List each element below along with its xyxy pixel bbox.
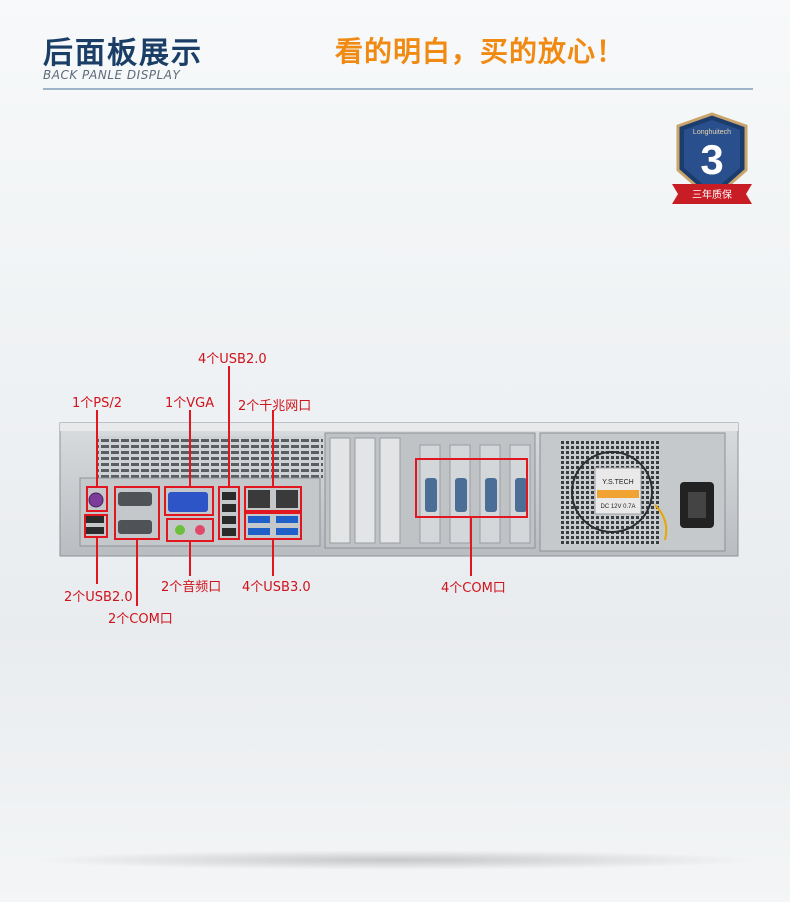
usb3-port <box>248 516 270 523</box>
vga-highlight <box>164 486 214 516</box>
usb3-port <box>276 528 298 535</box>
usb2-port <box>222 528 236 536</box>
leader-line <box>470 518 472 576</box>
header-divider <box>43 88 753 90</box>
audio-highlight <box>166 518 214 542</box>
usb2-bottom-highlight <box>84 514 108 538</box>
fan-spec: DC 12V 0.7A <box>600 504 635 510</box>
usb2-port <box>86 516 104 523</box>
usb3-port <box>248 528 270 535</box>
fan-brand: Y.S.TECH <box>602 479 633 486</box>
label-usb2-top: 4个USB2.0 <box>198 352 267 367</box>
slogan: 看的明白，买的放心！ <box>335 35 626 68</box>
lan-port <box>248 490 270 508</box>
lan-highlight <box>244 486 302 512</box>
leader-line <box>189 542 191 576</box>
label-audio: 2个音频口 <box>161 580 222 595</box>
lan-port <box>276 490 298 508</box>
leader-line <box>272 540 274 576</box>
label-com4: 4个COM口 <box>441 581 506 596</box>
ps2-port <box>88 492 104 508</box>
usb2-top-highlight <box>218 486 240 540</box>
page-subtitle: BACK PANLE DISPLAY <box>43 68 181 82</box>
com-port <box>515 478 527 512</box>
label-ps2: 1个PS/2 <box>72 396 123 411</box>
label-usb2-bottom: 2个USB2.0 <box>64 590 133 605</box>
leader-line <box>272 410 274 488</box>
com2-highlight <box>114 486 160 540</box>
vent-slots <box>98 436 323 478</box>
leader-line <box>228 366 230 488</box>
ps2-highlight <box>86 486 108 512</box>
label-vga: 1个VGA <box>165 396 215 411</box>
com-port <box>118 520 152 534</box>
usb3-port <box>276 516 298 523</box>
usb2-port <box>86 527 104 534</box>
com4-highlight <box>415 458 528 518</box>
usb2-port <box>222 504 236 512</box>
leader-line <box>96 538 98 584</box>
label-lan: 2个千兆网口 <box>238 399 312 414</box>
bottom-shadow <box>30 850 760 870</box>
usb2-port <box>222 516 236 524</box>
usb3-highlight <box>244 512 302 540</box>
leader-line <box>189 410 191 488</box>
audio-jack <box>175 525 185 535</box>
badge-number: 3 <box>700 136 723 183</box>
badge-ribbon: 三年质保 <box>692 188 732 201</box>
com-port <box>455 478 467 512</box>
fan-icon <box>571 451 653 533</box>
leader-line <box>96 410 98 488</box>
usb2-port <box>222 492 236 500</box>
com-port <box>425 478 437 512</box>
warranty-shield-icon: Longhuitech 3 三年质保 <box>672 112 752 204</box>
com-port <box>118 492 152 506</box>
label-usb3: 4个USB3.0 <box>242 580 311 595</box>
badge-brand: Longhuitech <box>693 129 731 136</box>
com-port <box>485 478 497 512</box>
label-com2: 2个COM口 <box>108 612 173 627</box>
page-title: 后面板展示 <box>43 36 203 71</box>
audio-jack <box>195 525 205 535</box>
leader-line <box>136 540 138 606</box>
vga-port <box>168 492 208 512</box>
